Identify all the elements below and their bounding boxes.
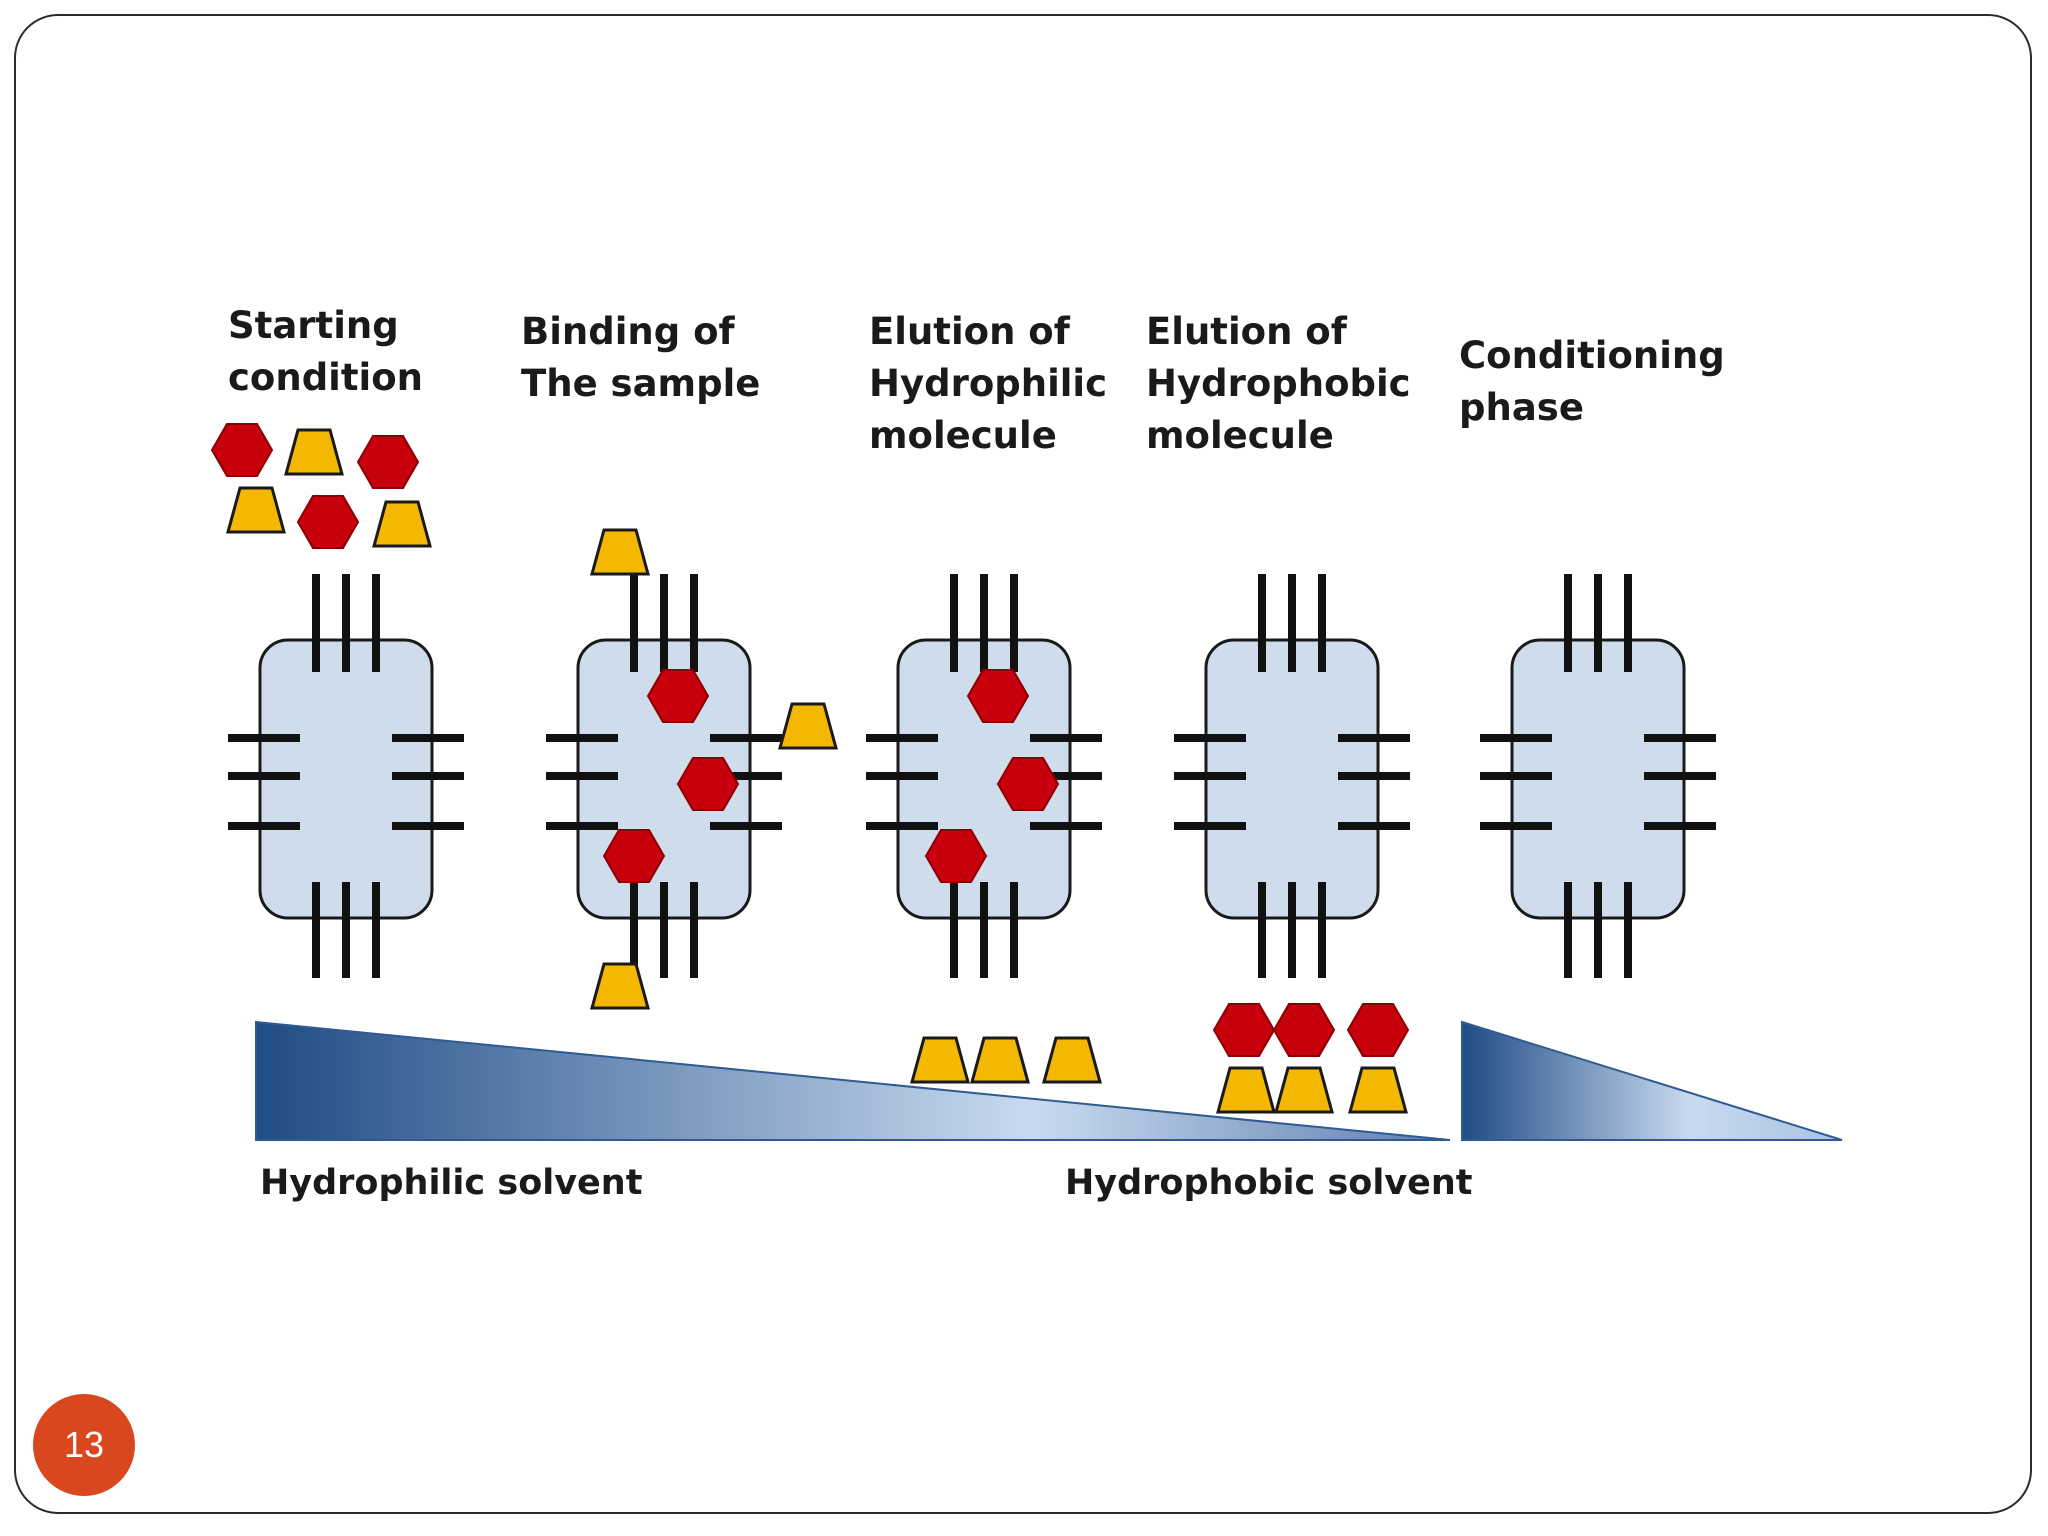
hydrophobic-molecule-hexagon	[1346, 1003, 1410, 1057]
stage-label-starting-condition: Starting condition	[228, 304, 423, 399]
hydrophobic-molecule-hexagon	[602, 829, 666, 883]
hydrophilic-molecule-trapezoid	[1274, 1066, 1334, 1114]
solvent-gradient-ramp	[255, 1020, 1451, 1141]
hydrophilic-molecule-trapezoid	[1042, 1036, 1102, 1084]
hydrophobic-molecule-hexagon	[646, 669, 710, 723]
stationary-phase-bead	[1480, 574, 1716, 978]
stage-label-elution-hydrophilic: Elution of Hydrophilic molecule	[869, 310, 1108, 457]
hydrophilic-molecule-trapezoid	[1216, 1066, 1276, 1114]
hydrophilic-molecule-trapezoid	[590, 528, 650, 576]
hydrophobic-molecule-hexagon	[356, 435, 420, 489]
hydrophobic-molecule-hexagon	[1272, 1003, 1336, 1057]
hydrophilic-solvent-label: Hydrophilic solvent	[260, 1163, 643, 1203]
hydrophilic-molecule-trapezoid	[590, 962, 650, 1010]
hydrophilic-molecule-trapezoid	[284, 428, 344, 476]
hydrophobic-molecule-hexagon	[1212, 1003, 1276, 1057]
hydrophobic-molecule-hexagon	[996, 757, 1060, 811]
stationary-phase-bead	[866, 574, 1102, 978]
stationary-phase-bead	[546, 574, 782, 978]
hydrophilic-molecule-trapezoid	[372, 500, 432, 548]
conditioning-gradient-ramp	[1461, 1020, 1843, 1141]
stage-label-conditioning-phase: Conditioning phase	[1459, 334, 1725, 429]
stage-label-binding-sample: Binding of The sample	[521, 310, 761, 405]
hydrophilic-molecule-trapezoid	[226, 486, 286, 534]
hydrophobic-molecule-hexagon	[924, 829, 988, 883]
hydrophobic-molecule-hexagon	[676, 757, 740, 811]
hydrophobic-molecule-hexagon	[966, 669, 1030, 723]
stage-label-elution-hydrophobic: Elution of Hydrophobic molecule	[1146, 310, 1411, 457]
hydrophilic-molecule-trapezoid	[1348, 1066, 1408, 1114]
hydrophobic-molecule-hexagon	[296, 495, 360, 549]
stationary-phase-bead	[1174, 574, 1410, 978]
hydrophilic-molecule-trapezoid	[778, 702, 838, 750]
page-number-badge: 13	[33, 1394, 135, 1496]
stationary-phase-bead	[228, 574, 464, 978]
hydrophilic-molecule-trapezoid	[970, 1036, 1030, 1084]
hydrophobic-molecule-hexagon	[210, 423, 274, 477]
hydrophilic-molecule-trapezoid	[910, 1036, 970, 1084]
hydrophobic-solvent-label: Hydrophobic solvent	[1065, 1163, 1473, 1203]
